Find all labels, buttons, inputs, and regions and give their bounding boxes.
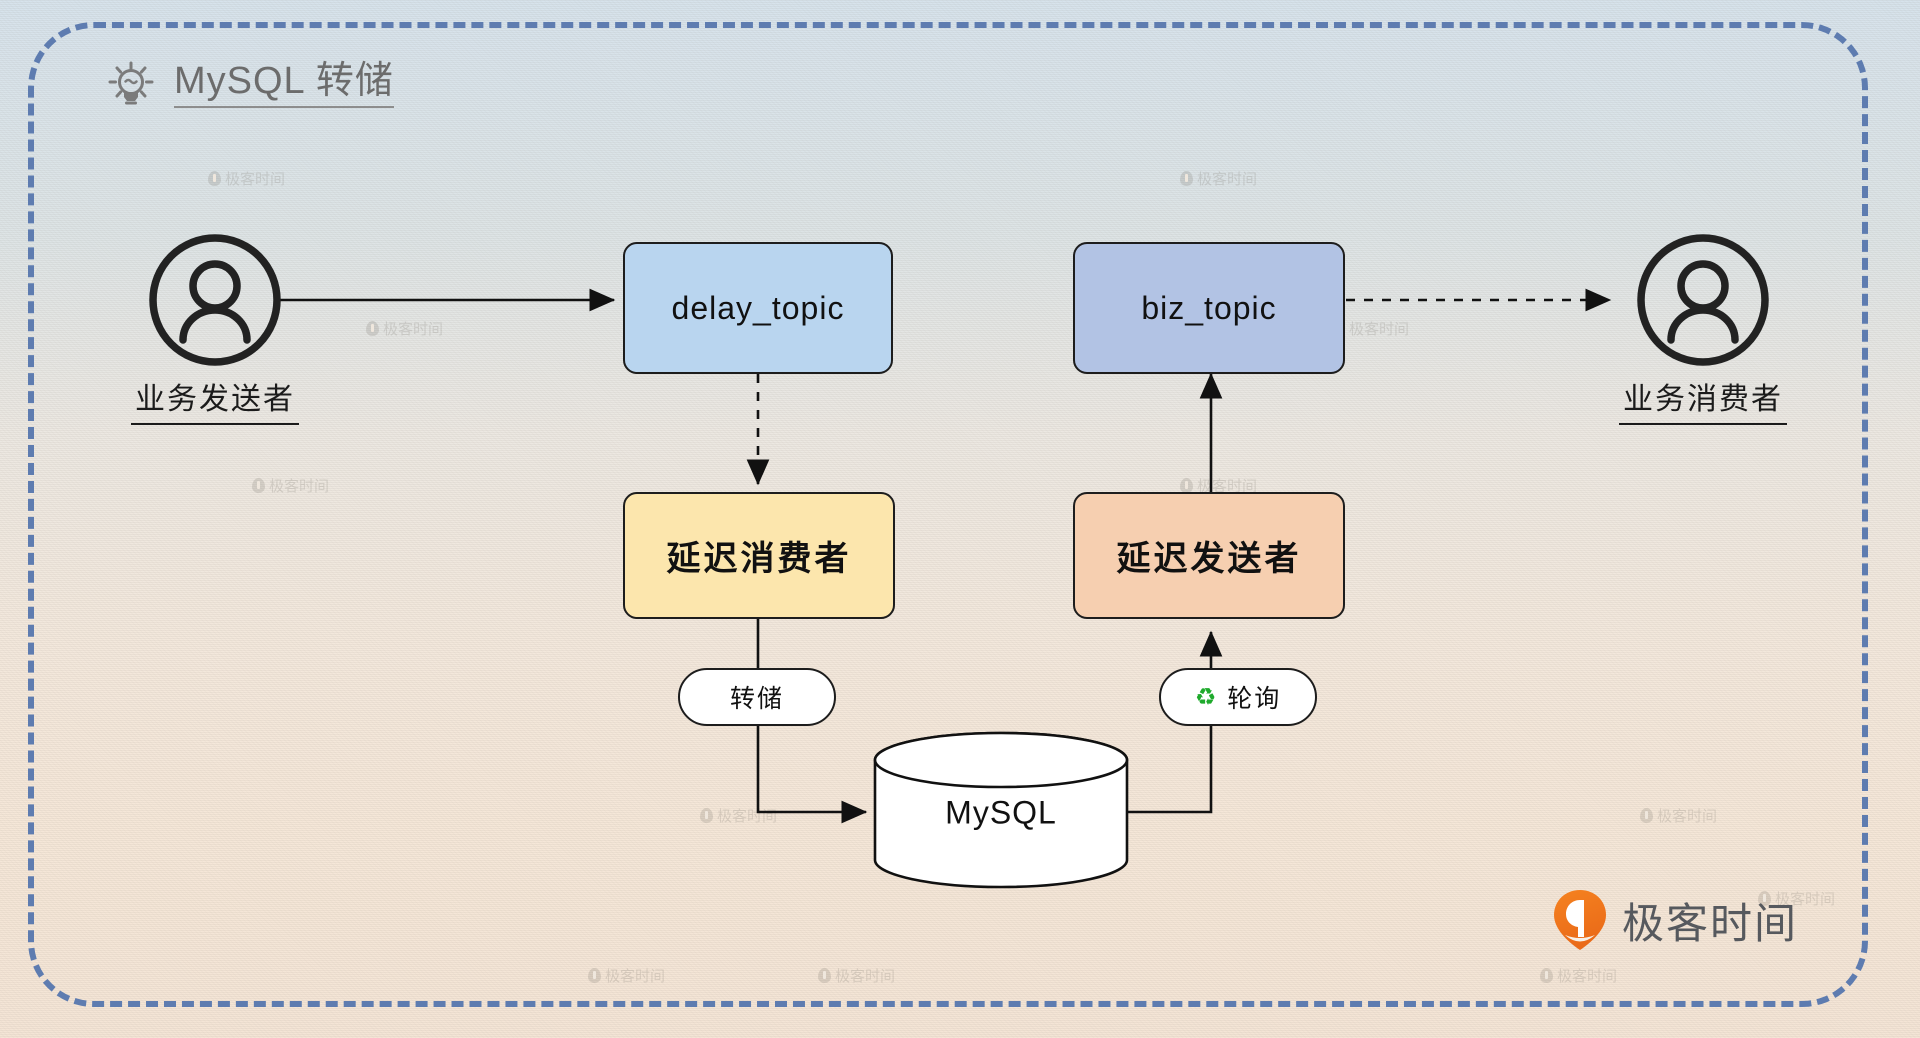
mysql-cylinder-label: MySQL [945,794,1057,831]
actor-consumer: 业务消费者 [1608,232,1798,425]
pill-dump[interactable]: 转储 [678,668,836,726]
node-delay-topic-label: delay_topic [671,289,845,326]
node-delay-topic[interactable]: delay_topic [623,242,893,374]
actor-producer: 业务发送者 [120,232,310,425]
lightbulb-icon [104,58,158,112]
actor-producer-label: 业务发送者 [131,374,299,425]
node-biz-topic[interactable]: biz_topic [1073,242,1345,374]
header: MySQL 转储 [104,58,394,112]
mysql-cylinder[interactable]: MySQL [872,730,1130,890]
pill-poll[interactable]: ♻ 轮询 [1159,668,1317,726]
node-delay-consumer-label: 延迟消费者 [666,540,852,578]
node-delay-sender-label: 延迟发送者 [1116,540,1302,578]
node-biz-topic-label: biz_topic [1141,289,1277,326]
user-circle-icon [1635,232,1771,368]
dashed-frame-border [28,22,1868,1007]
recycle-icon: ♻ [1194,683,1219,711]
node-delay-sender[interactable]: 延迟发送者 [1073,492,1345,619]
brand-logo: 极客时间 [1552,888,1798,952]
user-circle-icon [147,232,283,368]
actor-consumer-label: 业务消费者 [1619,374,1787,425]
node-delay-consumer[interactable]: 延迟消费者 [623,492,895,619]
brand-name: 极客时间 [1622,898,1799,948]
page-title: MySQL 转储 [174,61,394,108]
geekbang-pin-icon [1552,888,1608,952]
pill-dump-label: 转储 [729,685,784,713]
pill-poll-label: 轮询 [1227,685,1282,713]
